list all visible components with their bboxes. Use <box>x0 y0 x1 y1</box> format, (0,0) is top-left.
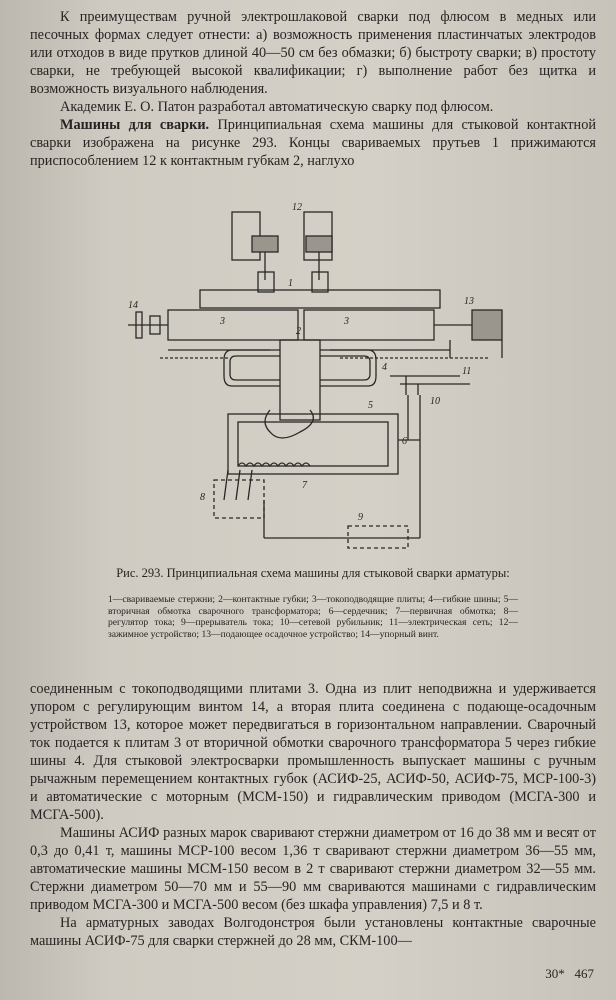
current-regulator <box>213 479 265 519</box>
paragraph-paton: Академик Е. О. Патон разработал автомати… <box>60 99 494 115</box>
page-number: 30* 467 <box>545 966 594 981</box>
label-6: 6 <box>402 436 407 447</box>
label-9: 9 <box>358 512 363 523</box>
bottom-text-block: соединенным с токоподводящими плитами 3.… <box>30 680 596 950</box>
label-12: 12 <box>292 202 302 213</box>
left-clamp-wheel <box>251 235 279 253</box>
label-13: 13 <box>464 296 474 307</box>
label-8: 8 <box>200 492 205 503</box>
paragraph-continuation: соединенным с токоподводящими плитами 3.… <box>30 681 596 823</box>
label-3-right: 3 <box>343 316 349 327</box>
label-7: 7 <box>302 480 308 491</box>
figure-caption-legend: 1—свариваемые стержни; 2—контактные губк… <box>108 594 518 640</box>
welding-machine-diagram: 12 1 2 3 3 13 14 4 11 10 5 6 7 8 9 <box>128 202 503 549</box>
paragraph-machines: Машины для сварки. Принципиальная схема … <box>30 116 596 170</box>
label-2: 2 <box>296 326 301 337</box>
paragraph-flux-welding: К преимуществам ручной электрошлаковой с… <box>30 9 596 97</box>
label-1: 1 <box>288 278 293 289</box>
welded-bars <box>199 289 441 309</box>
feeding-upsetting-device <box>471 309 503 341</box>
figure-caption-title: Рис. 293. Принципиальная схема машины дл… <box>116 566 510 580</box>
right-current-plate <box>303 309 435 341</box>
primary-winding <box>237 462 311 468</box>
label-10: 10 <box>430 396 440 407</box>
top-text-block: К преимуществам ручной электрошлаковой с… <box>30 8 596 170</box>
current-breaker <box>347 525 409 549</box>
label-4: 4 <box>382 362 387 373</box>
label-11: 11 <box>462 366 471 377</box>
secondary-winding <box>264 409 314 439</box>
stop-screw <box>135 311 143 339</box>
right-clamp-wheel <box>305 235 333 253</box>
paragraph-volgodonstroy: На арматурных заводах Волгодонстроя были… <box>30 915 596 949</box>
section-heading: Машины для сварки. <box>60 117 210 133</box>
paragraph-asif: Машины АСИФ разных марок сваривают стерж… <box>30 825 596 913</box>
section-text: Принципиальная схема машины для стыковой… <box>30 117 597 169</box>
label-5: 5 <box>368 400 373 411</box>
label-3-left: 3 <box>219 316 225 327</box>
left-current-plate <box>167 309 299 341</box>
label-14: 14 <box>128 300 138 311</box>
